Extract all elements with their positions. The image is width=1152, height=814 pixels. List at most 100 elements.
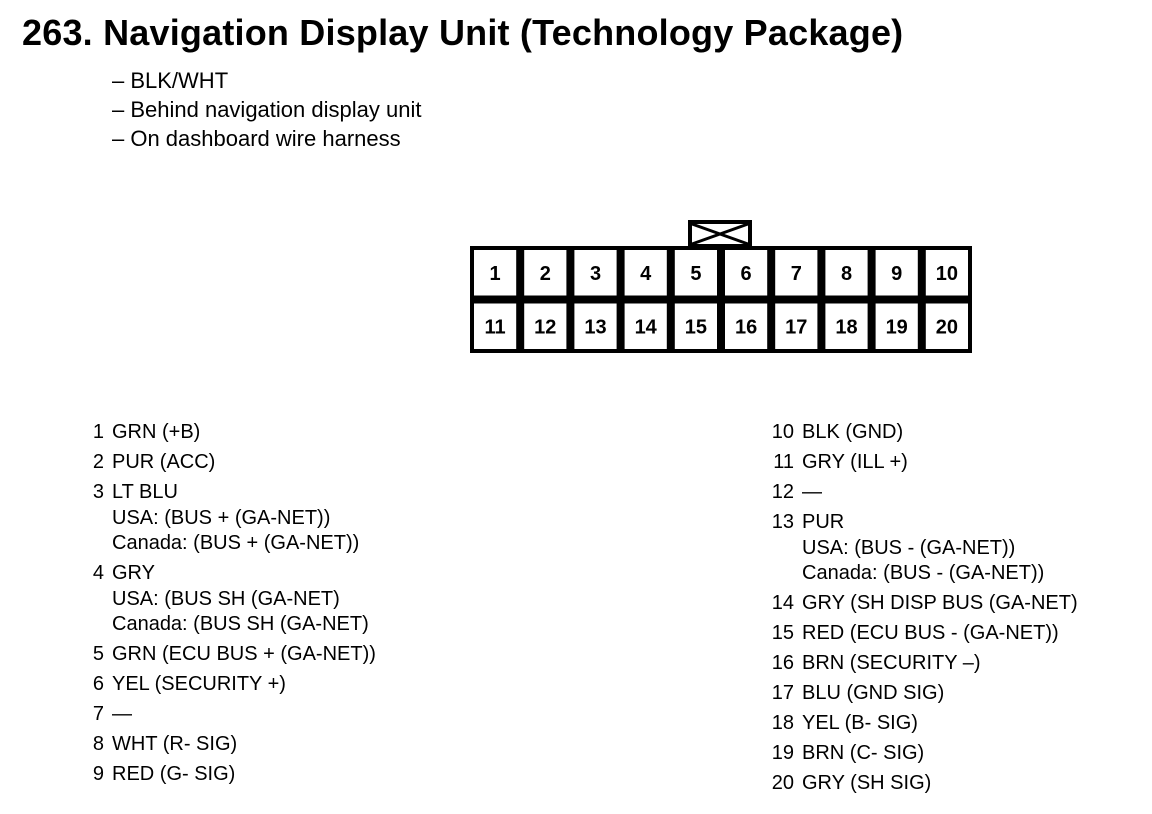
pin-number: 10 [771, 421, 794, 443]
page-title: 263. Navigation Display Unit (Technology… [22, 12, 904, 53]
pin-description-block: BLK (GND) [802, 420, 903, 446]
pin-number: 15 [771, 622, 794, 644]
note-harness: – On dashboard wire harness [112, 126, 401, 151]
pin-cavity-label: 15 [685, 316, 707, 338]
pin-cavity-label: 14 [635, 316, 658, 338]
pin-cavity [775, 250, 818, 296]
pin-entry: 5 GRN (ECU BUS + (GA-NET)) [70, 642, 376, 668]
pin-cavity-label: 19 [886, 316, 908, 338]
pin-entry: 17 BLU (GND SIG) [760, 681, 1078, 707]
pin-description-block: GRN (+B) [112, 420, 200, 446]
pin-cavity [674, 250, 717, 296]
pin-description-block: YEL (B- SIG) [802, 711, 918, 737]
pin-cavity [524, 250, 567, 296]
pin-cavity-label: 4 [640, 263, 652, 285]
pin-number: 19 [771, 742, 794, 764]
pin-description-block: — [802, 480, 822, 506]
pin-description: BRN (SECURITY –) [802, 652, 981, 674]
pin-number: 17 [771, 682, 794, 704]
pin-description: GRY (SH DISP BUS (GA-NET) [802, 592, 1078, 614]
lock-tab-cross-line [691, 222, 749, 246]
pin-variant: USA: (BUS + (GA-NET)) [112, 506, 331, 529]
pin-description-block: GRY USA: (BUS SH (GA-NET) Canada: (BUS SH … [112, 561, 369, 638]
pin-description: GRY [112, 562, 155, 584]
pin-cavity [725, 250, 768, 296]
pin-cavity [925, 303, 968, 349]
note-color: – BLK/WHT [112, 68, 229, 93]
pin-number: 13 [771, 511, 794, 533]
pin-cavity-label: 9 [891, 263, 902, 285]
pin-cavity-label: 5 [690, 263, 701, 285]
pin-cavity-label: 10 [936, 263, 958, 285]
pin-description-block: GRN (ECU BUS + (GA-NET)) [112, 642, 376, 668]
pin-entry: 7— [70, 702, 376, 728]
pin-entry: 6 YEL (SECURITY +) [70, 672, 376, 698]
pin-cavity [725, 303, 768, 349]
pin-description: GRN (ECU BUS + (GA-NET)) [112, 643, 376, 665]
pin-entry: 1 GRN (+B) [70, 420, 376, 446]
pin-cavity-label: 11 [485, 316, 506, 338]
pin-variant: Canada: (BUS + (GA-NET)) [112, 532, 360, 554]
pin-number: 7 [92, 703, 104, 725]
pin-description: WHT (R- SIG) [112, 733, 238, 755]
pin-description: BLU (GND SIG) [802, 682, 945, 704]
pin-number: 2 [92, 451, 104, 473]
pin-cavity-label: 17 [785, 316, 807, 338]
pin-number: 5 [92, 643, 104, 665]
pin-cavity [825, 303, 868, 349]
pin-entry: 2 PUR (ACC) [70, 450, 376, 476]
pin-cavity-label: 2 [540, 263, 551, 285]
pin-entry: 12 — [760, 480, 1078, 506]
pin-cavity [524, 303, 567, 349]
pin-variant: USA: (BUS SH (GA-NET) [112, 587, 340, 610]
pin-cavity [574, 250, 617, 296]
pin-description-block: RED (G- SIG) [112, 762, 235, 788]
pin-description: YEL (SECURITY +) [112, 673, 286, 695]
pin-description-block: YEL (SECURITY +) [112, 672, 286, 698]
pin-description-block: GRY (SH DISP BUS (GA-NET) [802, 591, 1078, 617]
pin-entry: 10 BLK (GND) [760, 420, 1078, 446]
pin-description-block: GRY (SH SIG) [802, 771, 931, 797]
pin-description: GRY (ILL +) [802, 451, 908, 473]
pin-description-block: BRN (C- SIG) [802, 741, 924, 767]
pin-cavity [624, 303, 667, 349]
pin-entry: 19 BRN (C- SIG) [760, 741, 1078, 767]
pin-description-block: — [112, 702, 132, 728]
pin-number: 12 [771, 481, 794, 503]
pin-description-block: WHT (R- SIG) [112, 732, 237, 758]
pin-cavity-label: 13 [584, 316, 606, 338]
pin-cavity-label: 12 [534, 316, 556, 338]
pin-description: GRN (+B) [112, 421, 201, 443]
pin-cavity [875, 303, 918, 349]
pin-cavity-label: 6 [741, 263, 752, 285]
pin-description: BRN (C- SIG) [802, 742, 925, 764]
pin-number: 1 [92, 421, 104, 443]
pin-cavity-label: 3 [590, 263, 601, 285]
pin-description-block: RED (ECU BUS - (GA-NET)) [802, 621, 1059, 647]
pin-description-block: BRN (SECURITY –) [802, 651, 981, 677]
pin-cavity [925, 250, 968, 296]
pin-description: RED (G- SIG) [112, 763, 236, 785]
pin-cavity-label: 7 [791, 263, 802, 285]
pin-cavity [775, 303, 818, 349]
pin-variant: Canada: (BUS SH (GA-NET) [112, 613, 369, 635]
pin-number: 3 [92, 481, 104, 503]
pin-number: 20 [771, 772, 794, 794]
pin-description-block: PUR (ACC) [112, 450, 215, 476]
pin-variant: Canada: (BUS - (GA-NET)) [802, 562, 1045, 584]
pin-variant: USA: (BUS - (GA-NET)) [802, 536, 1016, 559]
note-location: – Behind navigation display unit [112, 97, 422, 122]
pin-description: GRY (SH SIG) [802, 772, 932, 794]
pin-number: 6 [92, 673, 104, 695]
